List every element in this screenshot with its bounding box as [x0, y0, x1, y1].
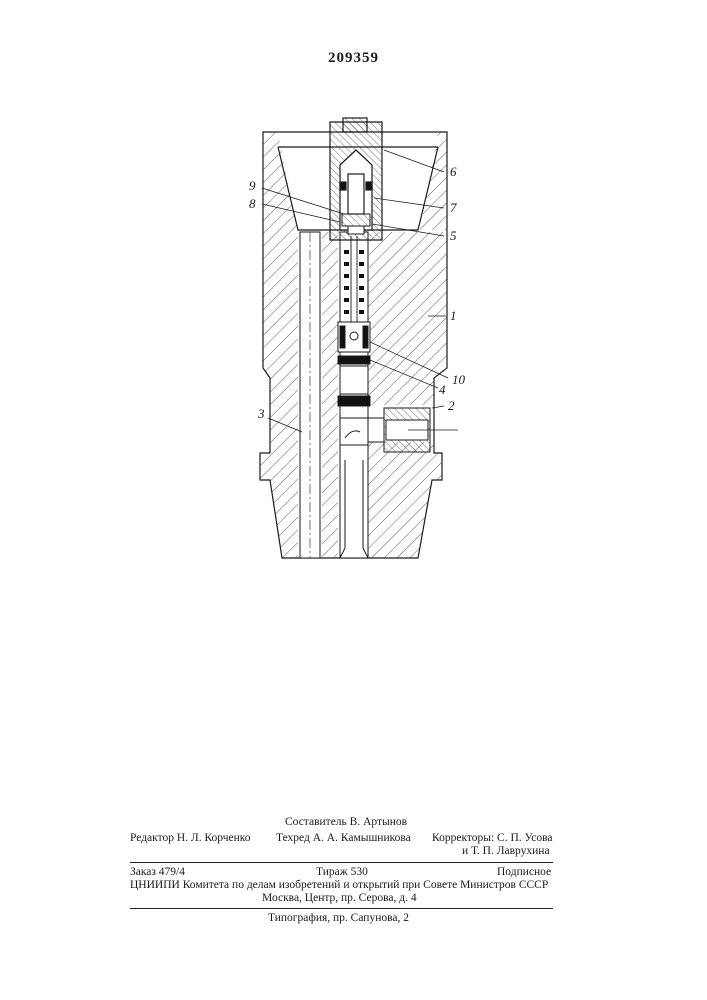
- bottom-rule: [130, 908, 553, 909]
- callout-4: 4: [439, 382, 446, 397]
- callout-5: 5: [450, 228, 457, 243]
- callout-1: 1: [450, 308, 457, 323]
- order-line: Заказ 479/4: [130, 866, 185, 878]
- top-rule: [130, 862, 553, 863]
- callout-6: 6: [450, 164, 457, 179]
- correctors-line-2: и Т. П. Лаврухина: [462, 845, 550, 857]
- callout-9: 9: [249, 178, 256, 193]
- correctors-line-1: Корректоры: С. П. Усова: [432, 832, 553, 844]
- address-line: Москва, Центр, пр. Серова, д. 4: [262, 892, 417, 904]
- subscription-line: Подписное: [497, 866, 551, 878]
- callout-3: 3: [257, 406, 265, 421]
- central-bore: [340, 232, 368, 558]
- editor-line: Редактор Н. Л. Корченко: [130, 832, 251, 844]
- institute-line: ЦНИИПИ Комитета по делам изобретений и о…: [130, 879, 548, 891]
- callout-10: 10: [452, 372, 466, 387]
- techred-line: Техред А. А. Камышникова: [276, 832, 411, 844]
- valve-assembly: [338, 322, 370, 445]
- callout-7: 7: [450, 200, 457, 215]
- circulation-line: Тираж 530: [316, 866, 368, 878]
- compiler-line: Составитель В. Артынов: [285, 816, 407, 828]
- callout-2: 2: [448, 398, 455, 413]
- callout-8: 8: [249, 196, 256, 211]
- printing-house-line: Типография, пр. Сапунова, 2: [268, 912, 409, 924]
- channel-3: [300, 232, 320, 558]
